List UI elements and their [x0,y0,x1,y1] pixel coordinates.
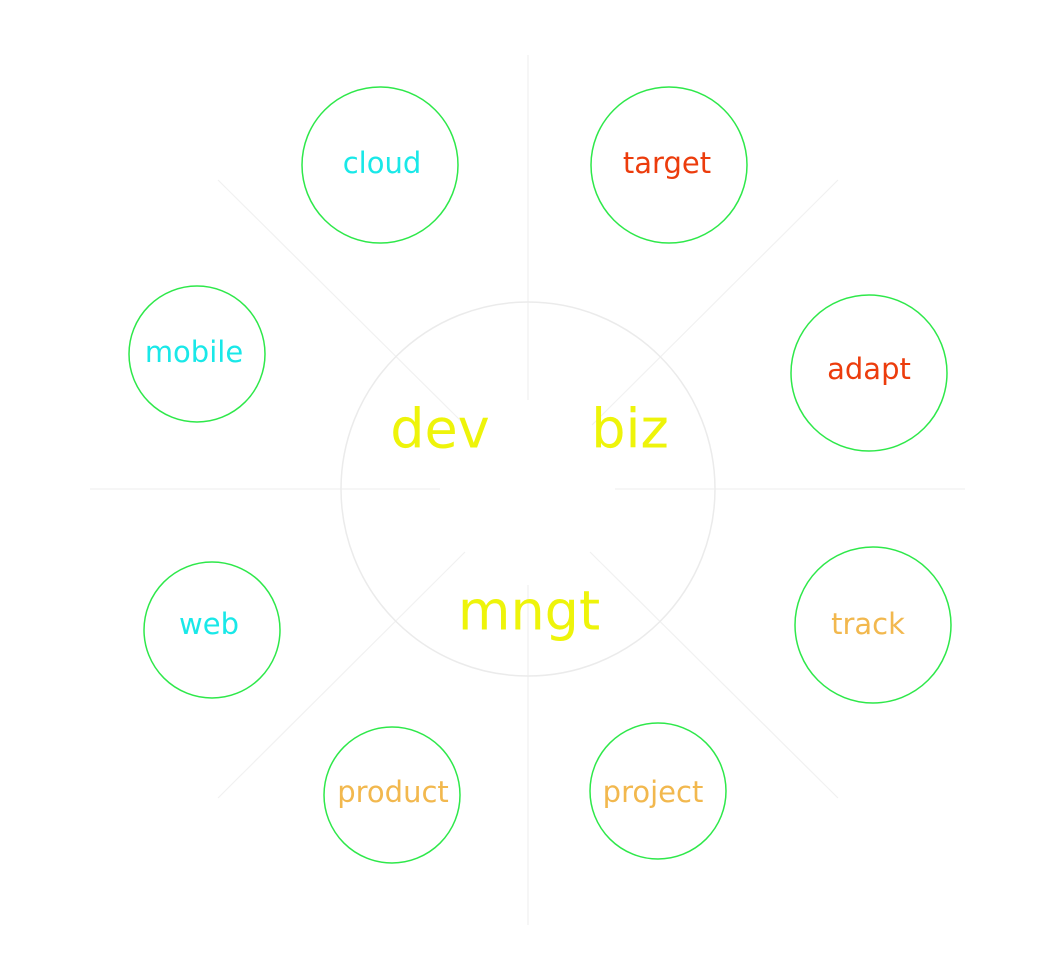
node-label-adapt: adapt [827,352,911,386]
node-circle [128,285,266,423]
node-circle [790,294,948,452]
node-adapt: adapt [790,294,948,452]
node-mobile: mobile [128,285,266,423]
node-circle [794,546,952,704]
hub-label-biz: biz [591,398,669,461]
guide-line-top-right [591,179,839,426]
node-label-project: project [603,775,704,809]
node-label-mobile: mobile [145,335,243,369]
node-target: target [590,86,748,244]
hub-label-mngt: mngt [458,580,600,643]
node-label-cloud: cloud [343,146,422,180]
node-web: web [143,561,281,699]
node-circle [590,86,748,244]
guide-line-bottom-left [217,551,466,799]
node-circle [301,86,459,244]
node-label-track: track [831,607,905,641]
node-circle [589,722,727,860]
node-cloud: cloud [301,86,459,244]
node-label-product: product [337,775,449,809]
guide-line-top-left [217,179,466,426]
node-product: product [323,726,461,864]
guide-lines [90,55,965,925]
node-label-target: target [623,146,711,180]
node-circle [323,726,461,864]
node-circle [143,561,281,699]
hub-circle [340,301,716,677]
guide-line-bottom-right [589,551,839,799]
hub: dev biz mngt [340,301,716,677]
node-project: project [589,722,727,860]
node-track: track [794,546,952,704]
node-label-web: web [179,607,239,641]
hub-label-dev: dev [390,398,489,461]
